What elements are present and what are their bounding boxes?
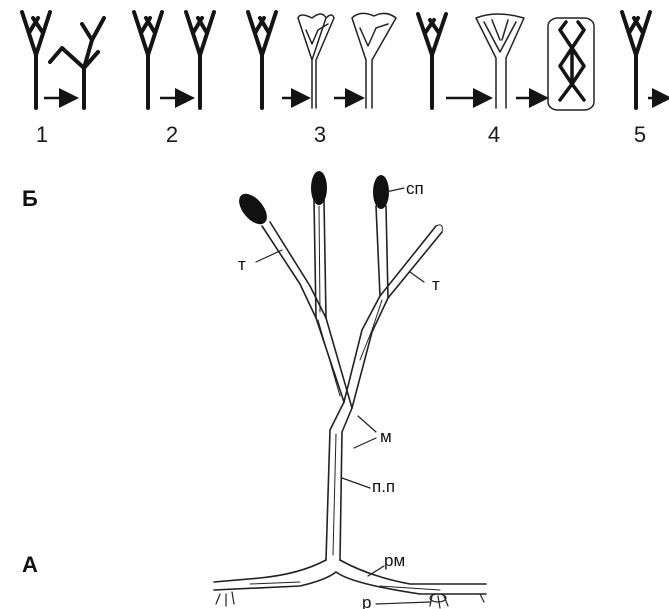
stage-3: [248, 12, 396, 108]
label-telome-left: т: [238, 255, 246, 274]
plant-illustration: [214, 171, 486, 608]
stage-1: [22, 12, 104, 108]
stage-5: [622, 12, 667, 108]
label-telome-right: т: [432, 275, 440, 294]
panel-label-bottom: А: [22, 552, 38, 577]
leader-lines: [256, 188, 430, 604]
stage-number: 2: [166, 122, 178, 147]
label-mesome: м: [380, 427, 392, 446]
label-sporangium: сп: [406, 179, 424, 198]
label-rhizome: рм: [384, 551, 405, 570]
stage-4: [418, 14, 594, 110]
stage-number: 4: [488, 122, 500, 147]
stage-number: 5: [634, 122, 646, 147]
panel-label-top: Б: [22, 186, 38, 211]
stage-number: 1: [36, 122, 48, 147]
label-pp: п.п: [372, 477, 395, 496]
label-rhizoid: р: [362, 593, 371, 609]
stage-2: [134, 12, 214, 108]
stage-number: 3: [314, 122, 326, 147]
